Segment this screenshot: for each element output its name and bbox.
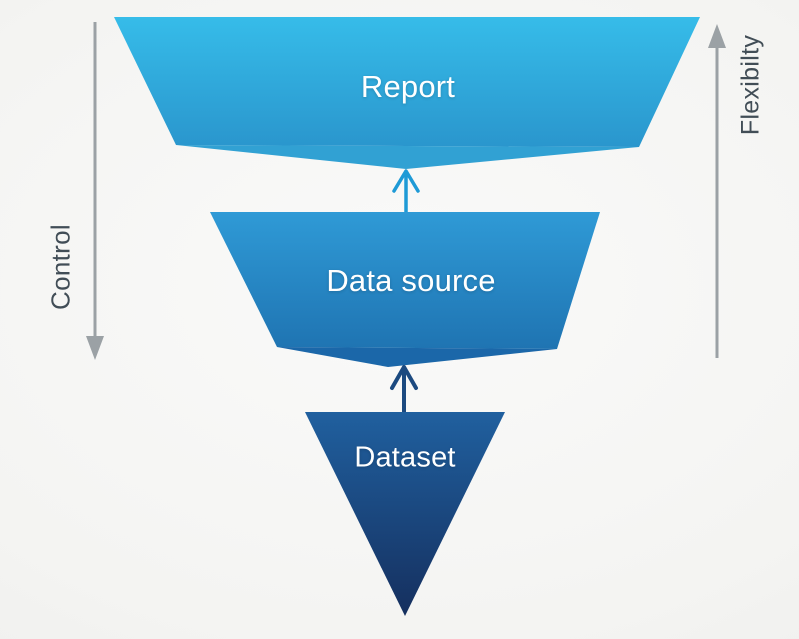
datasource-shape (210, 212, 600, 349)
datasource-shape-notch (277, 347, 557, 367)
control-arrow-head-icon (86, 336, 104, 360)
report-shape (114, 17, 700, 147)
report-label: Report (360, 69, 456, 104)
flexibility-arrow-head-icon (708, 24, 726, 48)
dataset-label: Dataset (354, 441, 456, 474)
report-shape-notch (176, 145, 639, 169)
flexibility-axis-label: Flexibilty (736, 34, 765, 136)
up-arrow-dataset-to-datasource-icon (390, 365, 418, 415)
dataset-shape (305, 412, 505, 616)
control-axis-label: Control (45, 224, 76, 310)
datasource-label: Data source (326, 263, 496, 298)
up-arrow-datasource-to-report-icon (392, 169, 420, 216)
